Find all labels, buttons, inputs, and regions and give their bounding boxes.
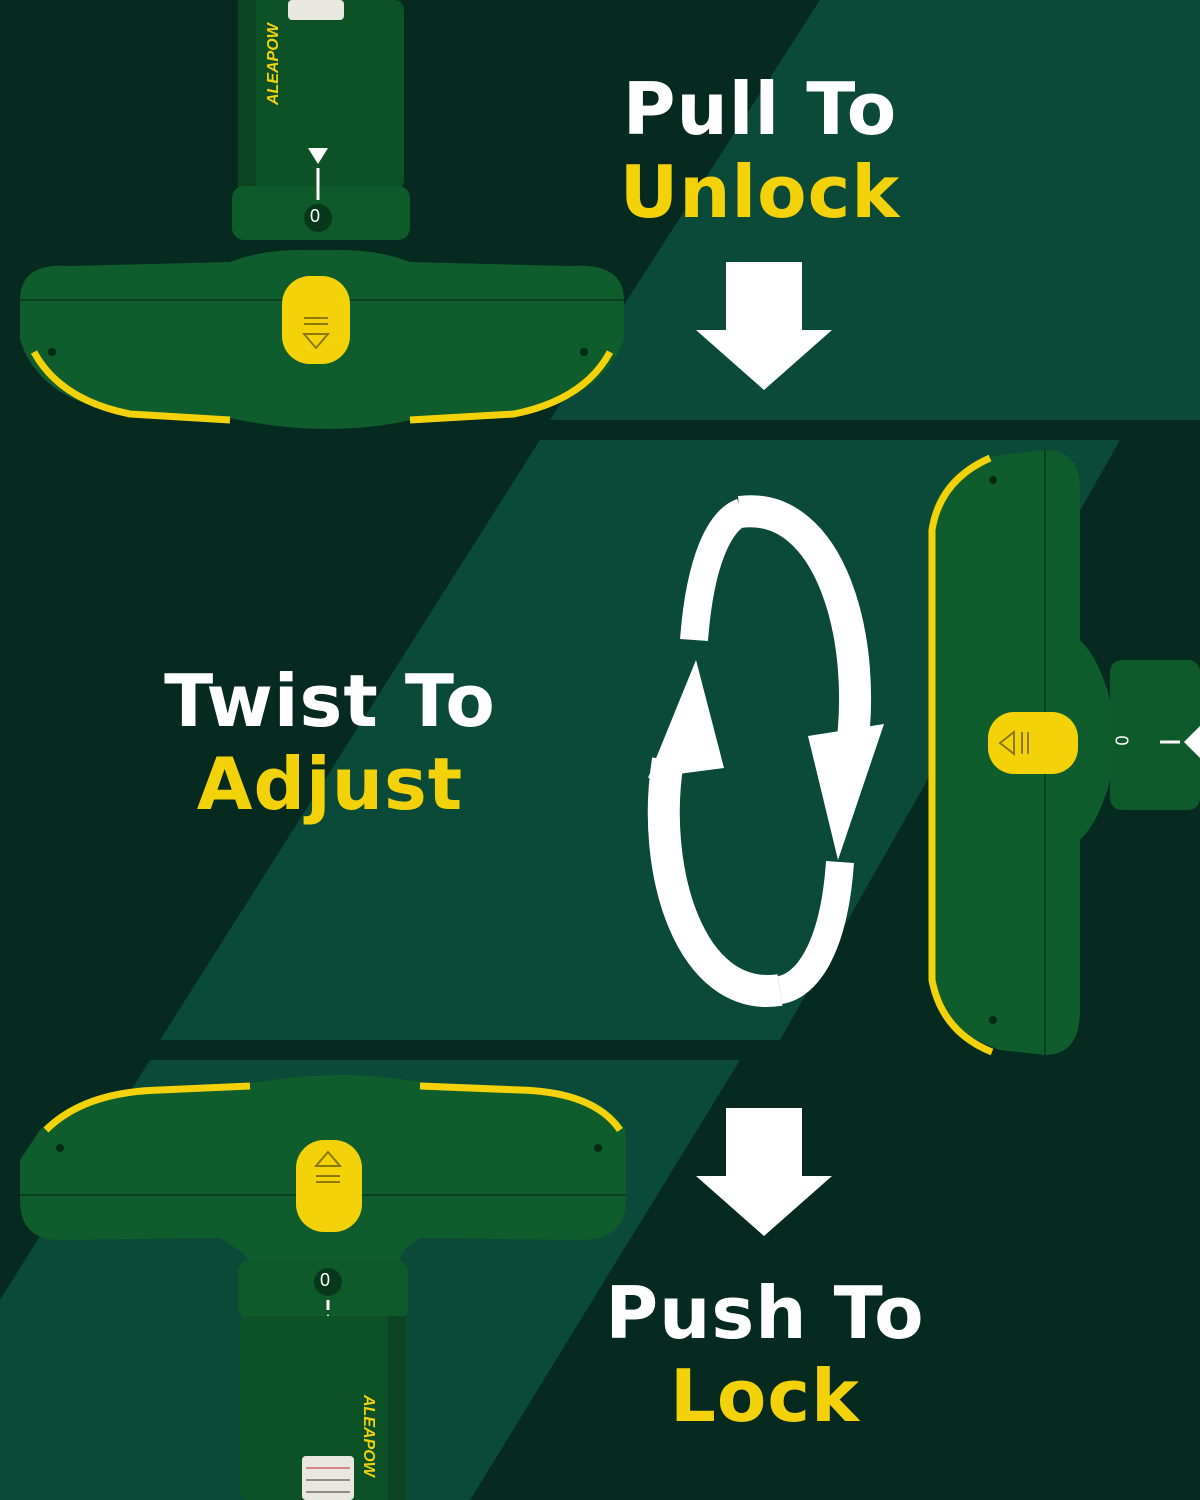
caption-line-yellow: Adjust <box>196 741 464 826</box>
caption-line-white: Pull To <box>622 67 898 151</box>
caption-push-to-lock: Push To Lock <box>555 1272 975 1438</box>
tool-bottom <box>20 1075 626 1500</box>
brand-logo-bottom: ALEAPOW <box>277 1395 377 1477</box>
dial-zero-right: 0 <box>1112 735 1133 746</box>
caption-line-yellow: Lock <box>670 1353 860 1438</box>
tool-right <box>928 450 1200 1056</box>
arrow-down-icon <box>696 1108 832 1236</box>
middle-band <box>160 440 1120 1040</box>
caption-line-white: Twist To <box>164 659 496 743</box>
dial-zero-bottom: 0 <box>320 1270 331 1290</box>
tool-top <box>20 0 624 429</box>
arrow-down-icon <box>696 262 832 390</box>
caption-line-white: Push To <box>605 1271 925 1355</box>
rotate-cycle-icon <box>647 495 884 1007</box>
top-band <box>550 0 1200 420</box>
caption-twist-to-adjust: Twist To Adjust <box>130 660 530 826</box>
dial-zero-top: 0 <box>310 206 321 226</box>
caption-line-yellow: Unlock <box>619 149 901 234</box>
brand-logo-top: ALEAPOW <box>265 23 365 105</box>
caption-pull-to-unlock: Pull To Unlock <box>560 68 960 234</box>
